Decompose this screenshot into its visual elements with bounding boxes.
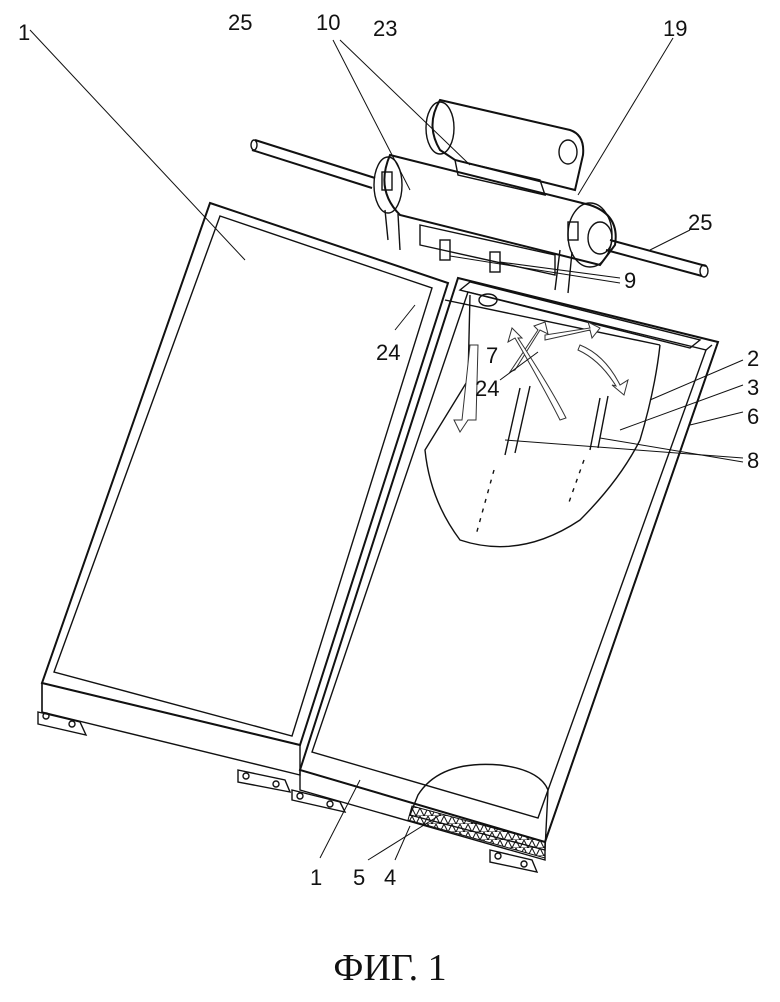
label-24-left: 24 [376,340,400,365]
left-solar-panel [42,203,448,775]
label-24-mid: 24 [475,376,499,401]
label-9: 9 [624,268,636,293]
label-2: 2 [747,346,759,371]
figure-caption: ФИГ. 1 [333,947,446,989]
label-3: 3 [747,375,759,400]
label-5: 5 [353,865,365,890]
label-4: 4 [384,865,396,890]
label-25-left: 25 [228,10,252,35]
cutaway-bottom [408,764,548,858]
label-10: 10 [316,10,340,35]
label-7: 7 [486,343,498,368]
label-23: 23 [373,16,397,41]
tank-assembly [251,100,708,293]
label-6: 6 [747,404,759,429]
right-collector-box [300,278,718,860]
label-1-top: 1 [18,20,30,45]
label-8: 8 [747,448,759,473]
mounting-feet [38,712,537,872]
label-1-bottom: 1 [310,865,322,890]
label-19: 19 [663,16,687,41]
label-25-right: 25 [688,210,712,235]
